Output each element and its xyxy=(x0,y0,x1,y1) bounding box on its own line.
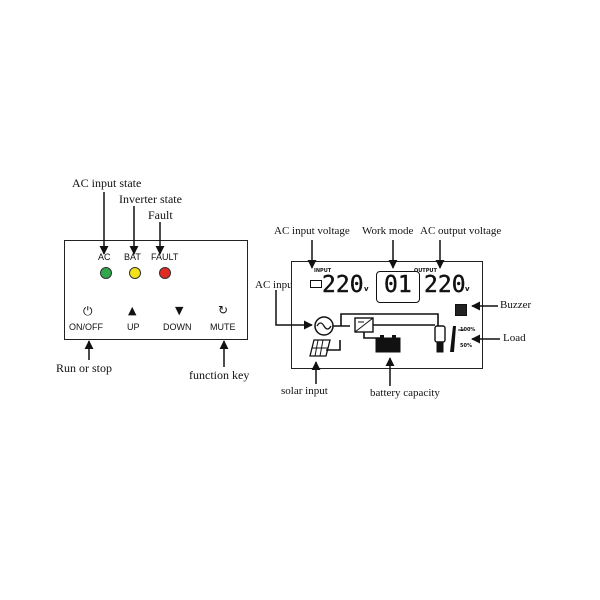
fault-led-indicator xyxy=(159,267,171,279)
mute-button[interactable]: ↻ MUTE xyxy=(210,303,244,333)
down-button[interactable]: ▼ DOWN xyxy=(163,303,203,333)
fault-label: Fault xyxy=(148,208,173,222)
lcd-screen: INPUT OUTPUT 220 v 01 220 v 100% 50% xyxy=(291,261,483,369)
load-level-50: 50% xyxy=(460,343,472,349)
input-volt-unit: v xyxy=(364,285,369,293)
output-voltage-readout: 220 xyxy=(424,272,466,298)
triangle-up-icon: ▲ xyxy=(128,304,137,317)
work-mode-frame xyxy=(376,271,420,303)
battery-capacity-label: battery capacity xyxy=(370,387,440,399)
output-volt-unit: v xyxy=(465,285,470,293)
triangle-down-icon: ▼ xyxy=(175,304,184,317)
up-button[interactable]: ▲ UP xyxy=(123,303,147,333)
output-tag: OUTPUT xyxy=(414,268,437,274)
ac-led-indicator xyxy=(100,267,112,279)
function-key-label: function key xyxy=(189,368,250,382)
up-button-label: UP xyxy=(127,322,140,332)
input-tag: INPUT xyxy=(314,268,332,274)
load-label: Load xyxy=(503,332,526,344)
led-label-bat: BAT xyxy=(124,252,141,262)
work-mode-label: Work mode xyxy=(362,225,414,237)
ac-input-state-label: AC input state xyxy=(72,176,142,190)
ac-output-voltage-label: AC output voltage xyxy=(420,225,502,237)
led-label-ac: AC xyxy=(98,252,111,262)
led-label-fault: FAULT xyxy=(151,252,179,262)
mute-button-label: MUTE xyxy=(210,322,236,332)
power-icon: ⏻ xyxy=(83,304,93,318)
ac-input-label: AC input xyxy=(255,279,296,291)
ac-input-voltage-label: AC input voltage xyxy=(274,225,350,237)
solar-input-label: solar input xyxy=(281,385,328,397)
down-button-label: DOWN xyxy=(163,322,192,332)
load-level-100: 100% xyxy=(460,327,476,333)
input-mini-battery-icon xyxy=(310,280,322,288)
refresh-icon: ↻ xyxy=(218,303,229,317)
input-voltage-readout: 220 xyxy=(322,272,364,298)
inverter-state-label: Inverter state xyxy=(119,192,182,206)
buzzer-icon xyxy=(455,304,467,316)
run-or-stop-label: Run or stop xyxy=(56,361,113,375)
on-off-button[interactable]: ⏻ ON/OFF xyxy=(69,303,109,333)
buzzer-label: Buzzer xyxy=(500,299,532,311)
control-panel: AC BAT FAULT ⏻ ON/OFF ▲ UP ▼ DOWN ↻ MUTE xyxy=(64,240,248,340)
work-mode-readout: 01 xyxy=(384,272,412,298)
bat-led-indicator xyxy=(129,267,141,279)
on-off-button-label: ON/OFF xyxy=(69,322,103,332)
